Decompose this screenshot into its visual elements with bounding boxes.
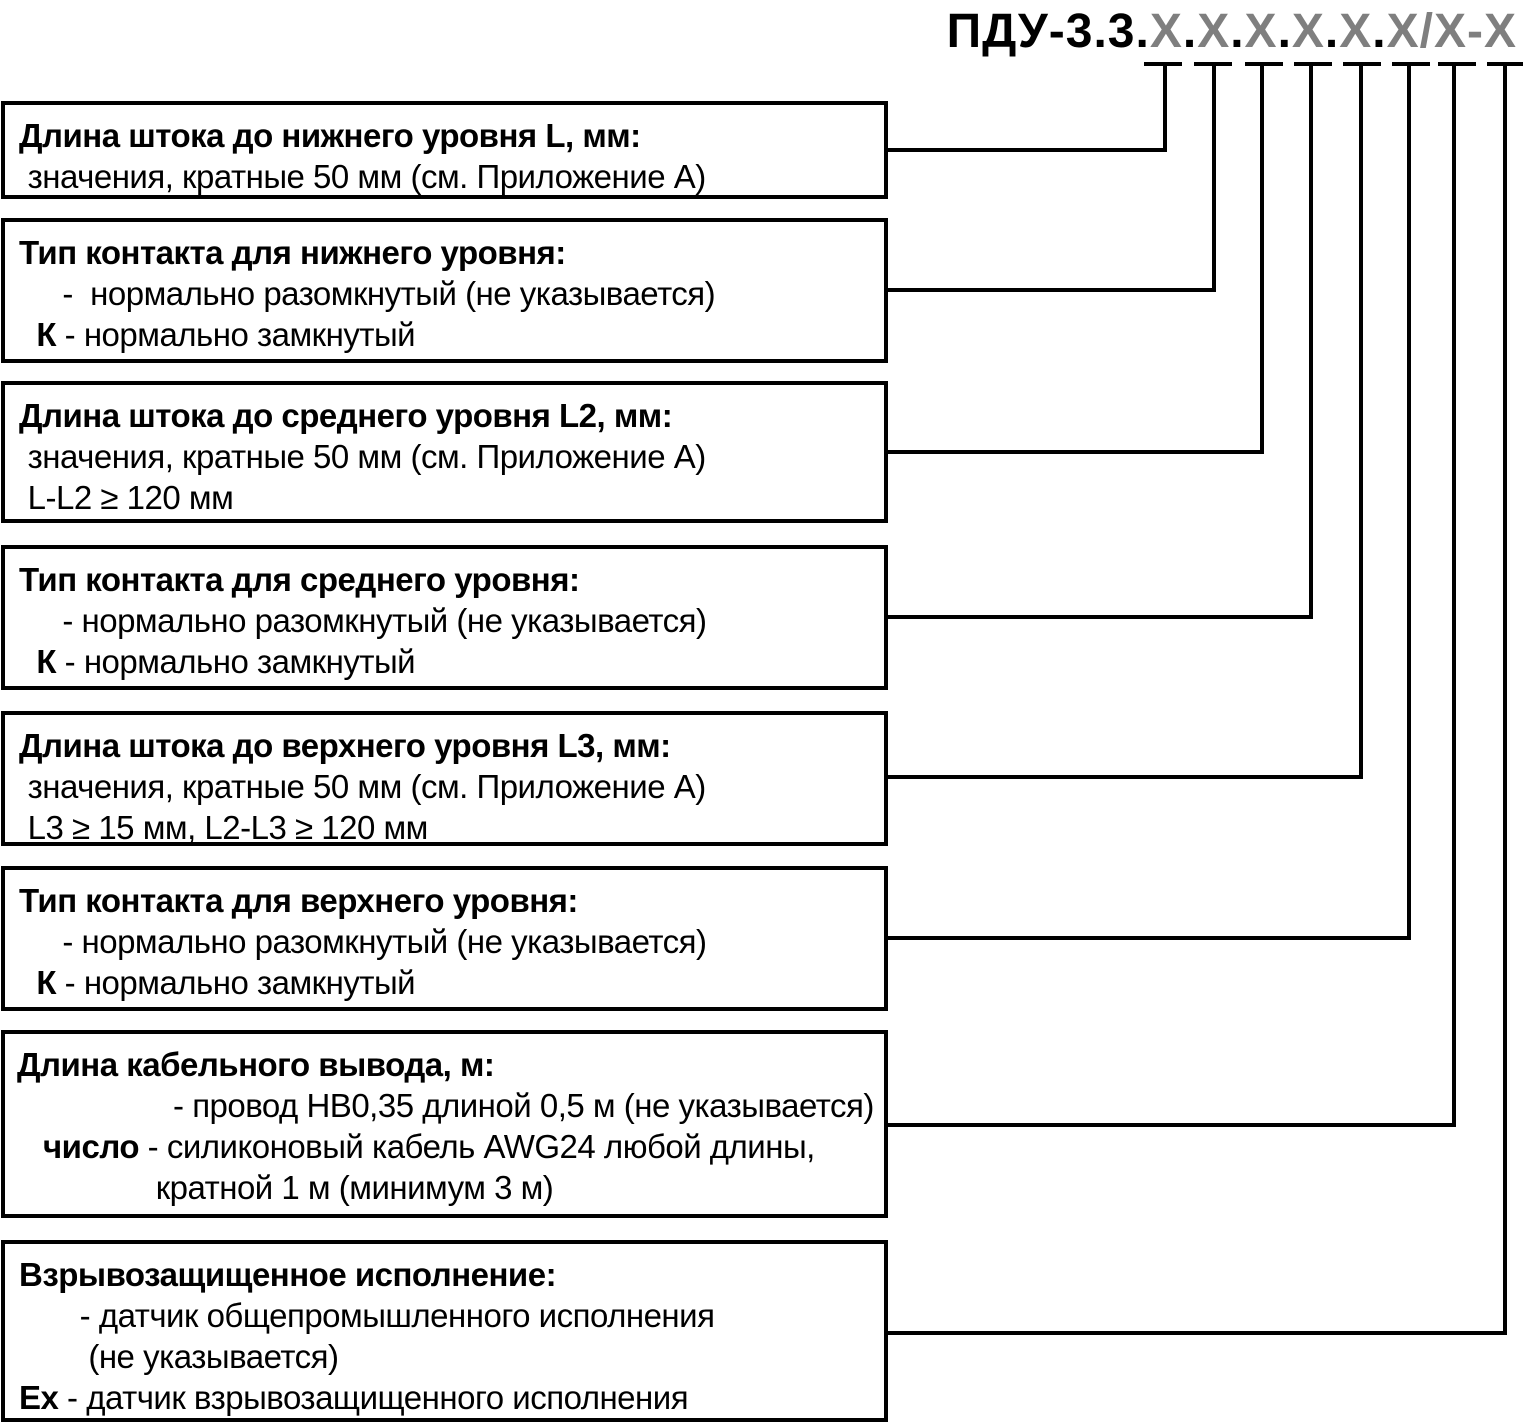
code-separator: . [1277,5,1292,58]
box-line: К - нормально замкнутый [36,964,416,1001]
leader-line-4 [886,62,1313,619]
option-box-rod-length-lower: Длина штока до нижнего уровня L, мм: зна… [1,101,888,199]
box-line: - датчик общепромышленного исполнения [19,1297,715,1334]
box-line: К - нормально замкнутый [36,316,416,353]
box-title: Тип контакта для нижнего уровня: [19,234,566,271]
code-field-7: X [1433,5,1467,58]
box-line: (не указывается) [19,1338,339,1375]
code-field-2: X [1197,5,1231,58]
code-field-8: X [1483,5,1517,58]
code-separator-slash: / [1419,5,1434,58]
option-box-rod-length-upper: Длина штока до верхнего уровня L3, мм: з… [1,711,888,846]
code-separator-dash: - [1467,5,1484,58]
code-separator: . [1182,5,1198,58]
option-box-cable-length: Длина кабельного вывода, м: - провод НВ0… [1,1030,888,1218]
box-title: Длина штока до верхнего уровня L3, мм: [19,727,671,764]
code-separator: . [1230,5,1245,58]
box-line: Ех - датчик взрывозащищенного исполнения [19,1379,689,1416]
leader-line-3 [886,62,1264,454]
code-field-4: X [1291,5,1325,58]
leader-line-5 [886,62,1363,779]
box-line: кратной 1 м (минимум 3 м) [17,1169,554,1206]
box-title: Тип контакта для верхнего уровня: [19,882,578,919]
box-title: Длина штока до среднего уровня L2, мм: [19,397,673,434]
box-title: Длина штока до нижнего уровня L, мм: [19,117,641,154]
leader-line-1 [886,62,1167,152]
box-line: К - нормально замкнутый [36,643,416,680]
box-line: - нормально разомкнутый (не указывается) [19,602,707,639]
code-field-3: X [1244,5,1278,58]
box-line: - нормально разомкнутый (не указывается) [19,275,716,312]
code-field-1: X [1149,5,1183,58]
box-title: Тип контакта для среднего уровня: [19,561,580,598]
box-line: значения, кратные 50 мм (см. Приложение … [19,768,707,805]
option-box-contact-upper: Тип контакта для верхнего уровня: - норм… [1,866,888,1011]
leader-line-8 [886,62,1507,1335]
box-line: - провод НВ0,35 длиной 0,5 м (не указыва… [17,1087,874,1124]
leader-line-6 [886,62,1411,940]
option-box-explosion-proof: Взрывозащищенное исполнение: - датчик об… [1,1240,888,1422]
leader-line-7 [886,62,1456,1127]
code-field-6: X [1386,5,1420,58]
box-line: L3 ≥ 15 мм, L2-L3 ≥ 120 мм [19,809,429,846]
box-line: значения, кратные 50 мм (см. Приложение … [19,438,707,475]
box-line: число - силиконовый кабель AWG24 любой д… [43,1128,815,1165]
leader-line-2 [886,62,1216,292]
code-field-5: X [1339,5,1373,58]
model-code-prefix: ПДУ-3.3. [946,5,1150,58]
box-title: Взрывозащищенное исполнение: [19,1256,557,1293]
option-box-contact-middle: Тип контакта для среднего уровня: - норм… [1,545,888,690]
code-separator: . [1372,5,1387,58]
box-line: L-L2 ≥ 120 мм [19,479,234,516]
model-code: ПДУ-3.3.X.X.X.X.X.X/X-X [947,4,1517,60]
box-line: значения, кратные 50 мм (см. Приложение … [19,158,707,195]
option-box-rod-length-middle: Длина штока до среднего уровня L2, мм: з… [1,381,888,523]
option-box-contact-lower: Тип контакта для нижнего уровня: - норма… [1,218,888,363]
box-line: - нормально разомкнутый (не указывается) [19,923,707,960]
box-title: Длина кабельного вывода, м: [17,1046,495,1083]
code-separator: . [1324,5,1340,58]
